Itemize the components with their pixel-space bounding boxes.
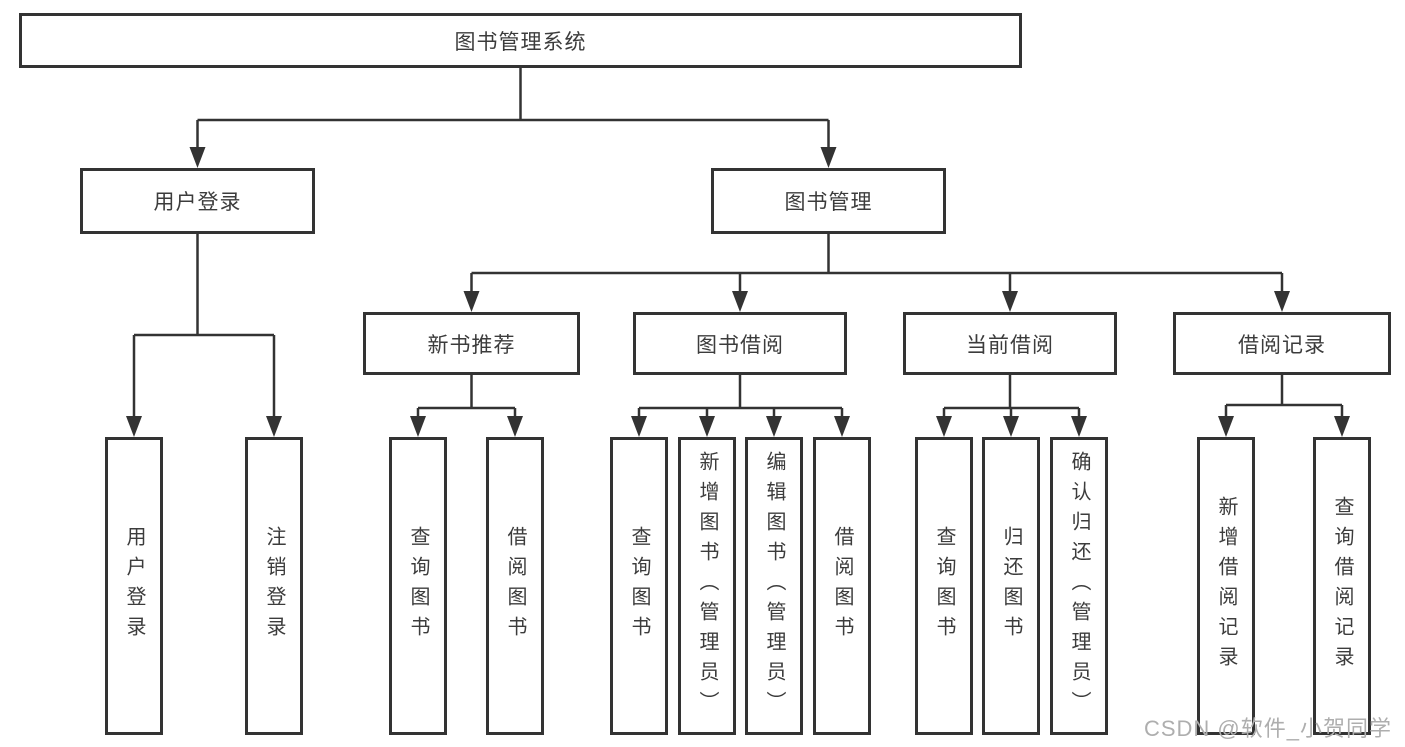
leaf-label: 新增借阅记录 [1215,496,1237,676]
node-borrowing-records: 借阅记录 [1173,312,1391,375]
leaf-label: 查询借阅记录 [1331,496,1353,676]
node-book-management: 图书管理 [711,168,946,234]
leaf-borrow-books-recommend: 借阅图书 [486,437,544,735]
leaf-label: 查询图书 [407,526,429,646]
node-label: 用户登录 [153,191,242,214]
leaf-query-books-current: 查询图书 [915,437,973,735]
leaf-return-books: 归还图书 [982,437,1040,735]
node-label: 图书借阅 [696,333,784,357]
leaf-label: 注销登录 [263,526,285,646]
leaf-label: 借阅图书 [504,526,526,646]
leaf-label: 归还图书 [1000,526,1022,646]
node-book-borrowing: 图书借阅 [633,312,847,375]
leaf-logout: 注销登录 [245,437,303,735]
node-label: 图书管理 [784,191,873,214]
node-label: 新书推荐 [427,333,516,357]
leaf-query-borrow-record: 查询借阅记录 [1313,437,1371,735]
leaf-user-login: 用户登录 [105,437,163,735]
leaf-label: 确认归还（管理员） [1068,451,1090,721]
csdn-watermark: CSDN @软件_小贺同学 [1143,716,1392,741]
node-user-login: 用户登录 [80,168,315,234]
leaf-label: 新增图书（管理员） [696,451,718,721]
leaf-borrow-books: 借阅图书 [813,437,871,735]
node-label: 图书管理系统 [454,30,587,54]
leaf-add-books-admin: 新增图书（管理员） [678,437,736,735]
node-new-book-recommendation: 新书推荐 [363,312,580,375]
leaf-add-borrow-record: 新增借阅记录 [1197,437,1255,735]
leaf-query-books-recommend: 查询图书 [389,437,447,735]
node-library-management-system: 图书管理系统 [19,13,1022,68]
leaf-label: 用户登录 [123,526,145,646]
leaf-label: 查询图书 [933,526,955,646]
leaf-confirm-return-admin: 确认归还（管理员） [1050,437,1108,735]
node-current-borrowing: 当前借阅 [903,312,1117,375]
node-label: 当前借阅 [966,333,1054,357]
leaf-label: 编辑图书（管理员） [763,451,785,721]
leaf-label: 查询图书 [628,526,650,646]
leaf-label: 借阅图书 [831,526,853,646]
node-label: 借阅记录 [1238,333,1326,357]
leaf-edit-books-admin: 编辑图书（管理员） [745,437,803,735]
leaf-query-books-borrow: 查询图书 [610,437,668,735]
